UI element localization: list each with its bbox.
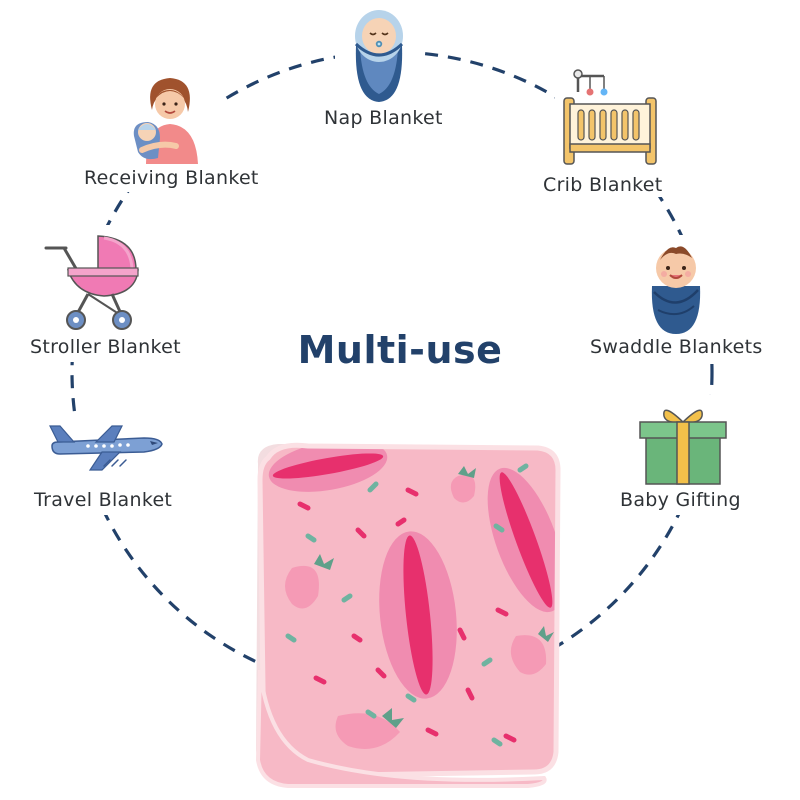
travel-blanket-label: Travel Blanket [34,489,173,511]
receiving-blanket-label: Receiving Blanket [84,167,259,189]
mother-holding-baby-icon [133,78,198,164]
swaddle-blankets-label: Swaddle Blankets [590,336,763,358]
crib-blanket-label: Crib Blanket [543,174,663,196]
baby-gifting-label: Baby Gifting [620,489,741,511]
airplane-icon [49,425,163,471]
stroller-icon [44,235,139,330]
swaddled-sleeping-baby-icon [354,10,404,102]
stroller-blanket-label: Stroller Blanket [30,336,181,358]
nap-blanket-label: Nap Blanket [324,107,443,129]
gift-box-icon [639,409,727,485]
pink-blanket-product-image [255,442,561,788]
swaddled-baby-icon [651,246,701,334]
crib-icon [563,69,657,165]
headline-multi-use: Multi-use [297,328,503,372]
